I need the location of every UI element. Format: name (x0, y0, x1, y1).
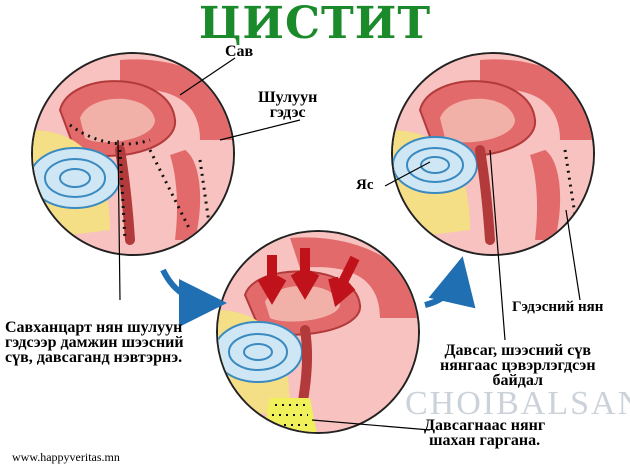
pubic-bone-right (393, 136, 478, 194)
pressure-arrow-3 (328, 255, 360, 308)
watermark: CHOIBALSAN (405, 385, 630, 422)
flow-arrow-right (424, 256, 476, 309)
flow-arrow-left (160, 268, 227, 327)
anatomy-circle-infection-entry (31, 52, 235, 256)
anatomy-circle-cleared (391, 52, 595, 256)
pressure-arrow-2 (290, 248, 320, 300)
rectum-shape (120, 59, 233, 140)
label-rectum: Шулуун гэдэс (258, 89, 318, 121)
label-bacteria-entry: Савханцарт нян шулуун гэдсээр дамжин шээ… (5, 319, 184, 366)
pressure-arrow-1 (257, 255, 287, 305)
footer-url: www.happyveritas.mn (12, 450, 120, 464)
label-cleared-state: Давсаг, шээсний сүв нянгаас цэвэрлэгдсэн… (440, 342, 596, 389)
label-gut-bacteria: Гэдэсний нян (512, 299, 604, 315)
label-yas: Яс (356, 177, 374, 193)
label-sav: Сав (225, 43, 254, 60)
bladder-lumen (80, 98, 155, 143)
diagram-title: ЦИСТИТ (198, 0, 432, 49)
anatomy-circle-flushing (216, 230, 420, 434)
label-flushing: Давсагнаас нянг шахан гаргана. (424, 417, 546, 449)
